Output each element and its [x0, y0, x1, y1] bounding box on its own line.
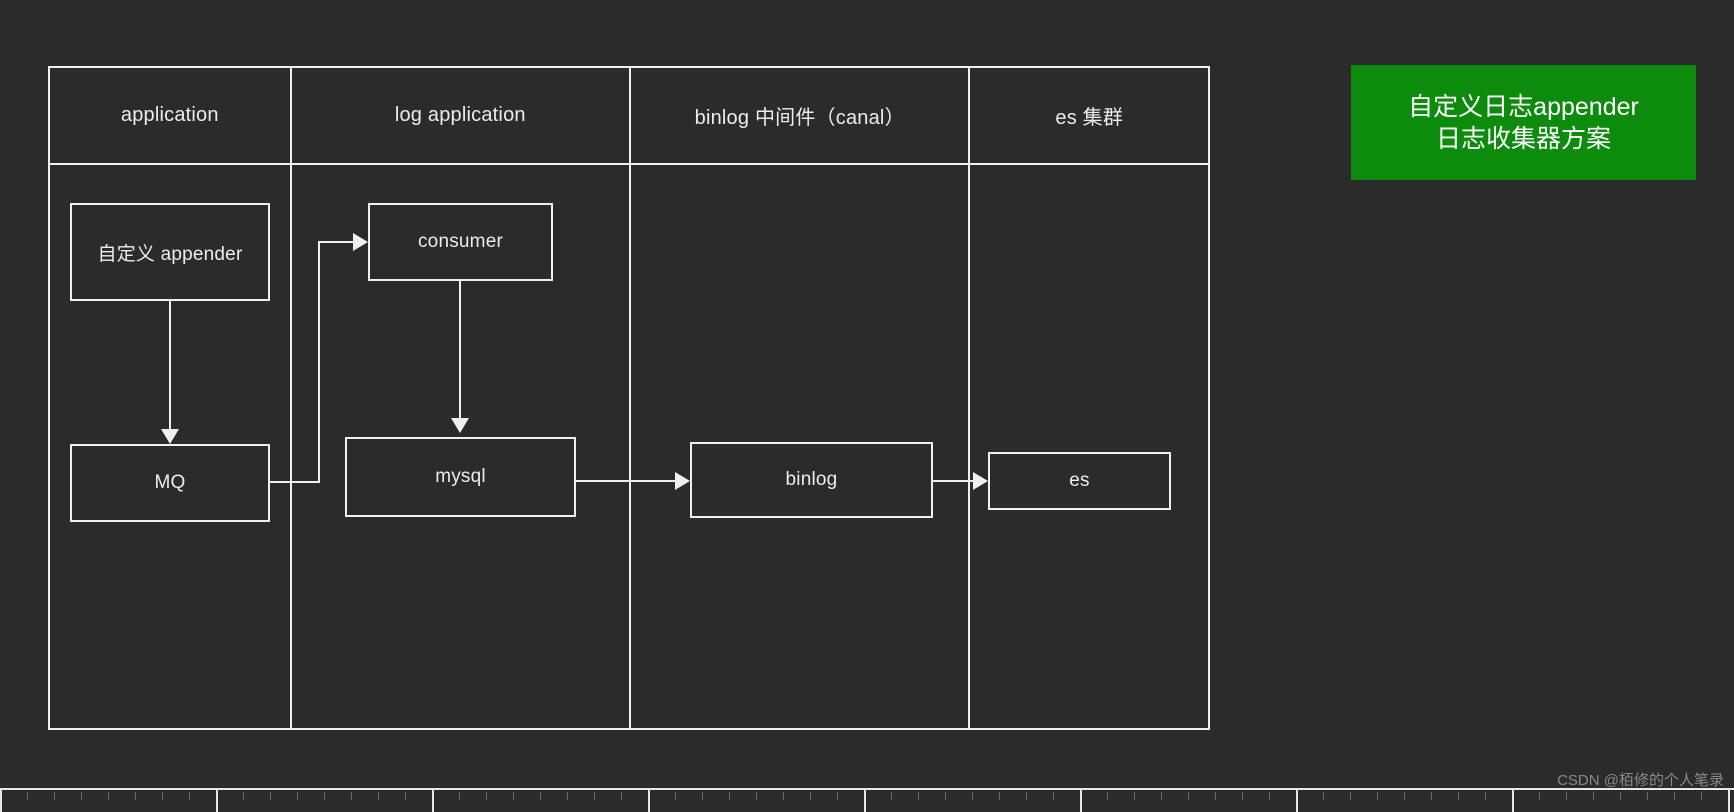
ruler-minor-tick: [1404, 792, 1405, 800]
ruler-minor-tick: [513, 792, 514, 800]
ruler-minor-tick: [243, 792, 244, 800]
title-badge-line-1: 自定义日志appender: [1408, 92, 1639, 121]
ruler-minor-tick: [1647, 792, 1648, 800]
ruler-minor-tick: [972, 792, 973, 800]
ruler-minor-tick: [1377, 792, 1378, 800]
ruler-minor-tick: [594, 792, 595, 800]
ruler-minor-tick: [1188, 792, 1189, 800]
ruler-minor-tick: [1701, 792, 1702, 800]
swimlane-header-row: application log application binlog 中间件（c…: [50, 68, 1208, 165]
ruler-minor-tick: [1350, 792, 1351, 800]
ruler-major-tick: [432, 790, 434, 812]
ruler-minor-tick: [1593, 792, 1594, 800]
ruler-minor-tick: [702, 792, 703, 800]
ruler-major-tick: [0, 790, 2, 812]
ruler-minor-tick: [189, 792, 190, 800]
ruler-minor-tick: [297, 792, 298, 800]
ruler-minor-tick: [405, 792, 406, 800]
ruler-major-tick: [1080, 790, 1082, 812]
ruler-minor-tick: [621, 792, 622, 800]
ruler-minor-tick: [351, 792, 352, 800]
ruler-minor-tick: [108, 792, 109, 800]
ruler-major-tick: [648, 790, 650, 812]
swimlane-body-row: [50, 165, 1208, 728]
title-badge-line-2: 日志收集器方案: [1435, 124, 1611, 153]
edge-consumer-to-mysql-line: [459, 281, 461, 418]
edge-mysql-to-binlog-line: [576, 480, 675, 482]
ruler-minor-tick: [1458, 792, 1459, 800]
ruler-minor-tick: [837, 792, 838, 800]
ruler-minor-tick: [324, 792, 325, 800]
ruler-major-tick: [1296, 790, 1298, 812]
ruler-minor-tick: [1323, 792, 1324, 800]
ruler-minor-tick: [486, 792, 487, 800]
swimlane-table: application log application binlog 中间件（c…: [48, 66, 1210, 730]
ruler-minor-tick: [1134, 792, 1135, 800]
ruler-minor-tick: [1431, 792, 1432, 800]
ruler-minor-tick: [540, 792, 541, 800]
lane-header-es-cluster: es 集群: [1055, 107, 1124, 129]
ruler-minor-tick: [945, 792, 946, 800]
lane-header-log-application: log application: [292, 68, 631, 163]
edge-mq-to-consumer-segment-2: [318, 242, 320, 483]
edge-mysql-to-binlog-arrowhead: [675, 472, 690, 490]
ruler-minor-tick: [1539, 792, 1540, 800]
node-binlog[interactable]: binlog: [690, 442, 933, 518]
ruler-major-tick: [864, 790, 866, 812]
ruler-major-tick: [1728, 790, 1730, 812]
lane-body-log-application: [292, 165, 631, 728]
ruler-minor-tick: [675, 792, 676, 800]
lane-header-application: application: [50, 68, 292, 163]
ruler-minor-tick: [1566, 792, 1567, 800]
edge-consumer-to-mysql-arrowhead: [451, 418, 469, 433]
edge-mq-to-consumer-segment-1: [270, 481, 320, 483]
ruler-minor-tick: [378, 792, 379, 800]
ruler-minor-tick: [1620, 792, 1621, 800]
ruler-minor-tick: [729, 792, 730, 800]
node-mysql[interactable]: mysql: [345, 437, 576, 517]
ruler-minor-tick: [459, 792, 460, 800]
lane-header-binlog-canal: binlog 中间件（canal）: [631, 68, 971, 163]
lane-body-application: [50, 165, 292, 728]
ruler-minor-tick: [1215, 792, 1216, 800]
ruler-minor-tick: [1053, 792, 1054, 800]
ruler-minor-tick: [135, 792, 136, 800]
node-consumer[interactable]: consumer: [368, 203, 553, 281]
ruler-minor-tick: [1485, 792, 1486, 800]
lane-body-es-cluster: [970, 165, 1208, 728]
lane-body-binlog-canal: [631, 165, 971, 728]
ruler-minor-tick: [162, 792, 163, 800]
ruler-minor-tick: [999, 792, 1000, 800]
ruler-minor-tick: [567, 792, 568, 800]
ruler-major-tick: [216, 790, 218, 812]
ruler-minor-tick: [783, 792, 784, 800]
watermark: CSDN @栢修的个人笔录: [1557, 772, 1724, 789]
ruler-minor-tick: [1107, 792, 1108, 800]
ruler-minor-tick: [918, 792, 919, 800]
edge-binlog-to-es-arrowhead: [973, 472, 988, 490]
edge-mq-to-consumer-segment-3: [318, 241, 353, 243]
ruler-minor-tick: [891, 792, 892, 800]
bottom-ruler: [0, 788, 1734, 812]
edge-mq-to-consumer-arrowhead: [353, 233, 368, 251]
ruler-minor-tick: [27, 792, 28, 800]
edge-appender-to-mq-line: [169, 301, 171, 429]
ruler-minor-tick: [81, 792, 82, 800]
edge-appender-to-mq-arrowhead: [161, 429, 179, 444]
ruler-minor-tick: [1269, 792, 1270, 800]
node-mq[interactable]: MQ: [70, 444, 270, 522]
node-appender[interactable]: 自定义 appender: [70, 203, 270, 301]
ruler-minor-tick: [1242, 792, 1243, 800]
ruler-minor-tick: [1161, 792, 1162, 800]
title-badge: 自定义日志appender 日志收集器方案: [1351, 65, 1696, 180]
ruler-minor-tick: [1674, 792, 1675, 800]
ruler-minor-tick: [1026, 792, 1027, 800]
edge-binlog-to-es-line: [933, 480, 973, 482]
ruler-minor-tick: [756, 792, 757, 800]
ruler-minor-tick: [270, 792, 271, 800]
ruler-minor-tick: [810, 792, 811, 800]
node-es[interactable]: es: [988, 452, 1171, 510]
ruler-major-tick: [1512, 790, 1514, 812]
ruler-minor-tick: [54, 792, 55, 800]
